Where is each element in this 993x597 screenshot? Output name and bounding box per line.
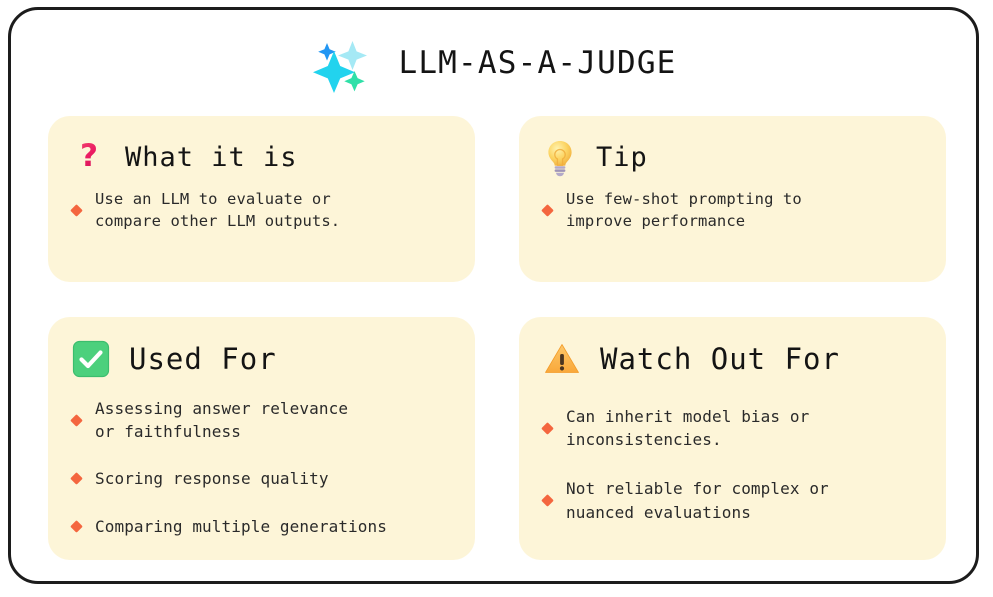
check-box-icon [72,340,110,378]
card-header: Tip [543,134,924,180]
list-item: Can inherit model bias or inconsistencie… [541,405,924,451]
card-what-it-is: ? What it is Use an LLM to evaluate or c… [48,116,475,282]
lightbulb-icon [543,139,577,177]
list-item: Not reliable for complex or nuanced eval… [541,477,924,523]
list-item: Use few-shot prompting to improve perfor… [541,188,924,233]
bullet-list: Can inherit model bias or inconsistencie… [541,405,924,524]
list-item-text: Can inherit model bias or inconsistencie… [566,407,810,450]
list-item-text: Use an LLM to evaluate or compare other … [95,190,341,231]
card-tip: Tip Use few-shot prompting to improve pe… [519,116,946,282]
diamond-bullet-icon [70,519,83,533]
list-item: Scoring response quality [70,467,453,490]
bullet-list: Use an LLM to evaluate or compare other … [70,188,453,233]
diamond-bullet-icon [541,421,554,435]
list-item-text: Scoring response quality [95,469,329,489]
card-header: ? What it is [72,134,453,180]
cards-grid: ? What it is Use an LLM to evaluate or c… [48,116,946,564]
list-item-text: Comparing multiple generations [95,516,387,536]
warning-triangle-icon [543,340,581,378]
list-item-text: Use few-shot prompting to improve perfor… [566,190,802,231]
list-item-text: Assessing answer relevance or faithfulne… [95,399,349,442]
header: LLM-AS-A-JUDGE [11,24,976,104]
card-title: Tip [596,141,648,173]
diamond-bullet-icon [541,494,554,507]
card-header: Watch Out For [543,335,924,383]
card-used-for: Used For Assessing answer relevance or f… [48,317,475,560]
list-item: Assessing answer relevance or faithfulne… [70,397,453,443]
diamond-bullet-icon [70,413,83,427]
card-title: Used For [129,341,277,376]
infographic-poster: LLM-AS-A-JUDGE ? [8,7,979,584]
list-item-text: Not reliable for complex or nuanced eval… [566,479,829,522]
card-title: What it is [125,141,298,173]
card-title: Watch Out For [600,341,840,376]
diamond-bullet-icon [541,204,554,217]
list-item: Use an LLM to evaluate or compare other … [70,188,453,233]
bullet-list: Assessing answer relevance or faithfulne… [70,397,453,538]
svg-text:?: ? [80,139,98,174]
page-title: LLM-AS-A-JUDGE [398,44,677,81]
card-header: Used For [72,335,453,383]
diamond-bullet-icon [70,204,83,217]
list-item: Comparing multiple generations [70,515,453,538]
diamond-bullet-icon [70,472,83,486]
bullet-list: Use few-shot prompting to improve perfor… [541,188,924,233]
card-watch-out-for: Watch Out For Can inherit model bias or … [519,317,946,560]
sparkles-icon [310,35,372,93]
question-mark-icon: ? [72,138,106,175]
